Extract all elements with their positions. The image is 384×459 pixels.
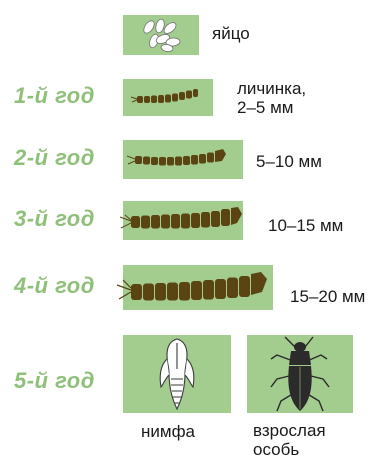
size-label-3: 10–15 мм [268,216,343,235]
egg-label: яйцо [212,24,250,43]
larva-label: личинка, [237,79,306,98]
beetle-icon [247,335,353,413]
pupa-icon [123,335,231,413]
larva-1-icon [123,79,213,116]
adult-label-line2: особь [253,440,326,459]
larva-2-icon [123,140,243,179]
adult-label-line1: взрослая [253,421,326,440]
year-4-label: 4-й год [14,273,95,299]
larva-4-icon [111,265,275,310]
year-1-label: 1-й год [14,83,95,109]
year-2-label: 2-й год [14,145,95,171]
larva-3-icon [117,201,245,240]
pupa-label: нимфа [141,422,195,441]
year-1-description: личинка, 2–5 мм [237,79,306,117]
eggs-icon [123,15,199,55]
year-3-label: 3-й год [14,206,95,232]
size-label-4: 15–20 мм [290,287,365,306]
size-label-1: 2–5 мм [237,98,306,117]
year-5-label: 5-й год [14,368,95,394]
size-label-2: 5–10 мм [256,152,322,171]
adult-label: взрослая особь [253,421,326,459]
